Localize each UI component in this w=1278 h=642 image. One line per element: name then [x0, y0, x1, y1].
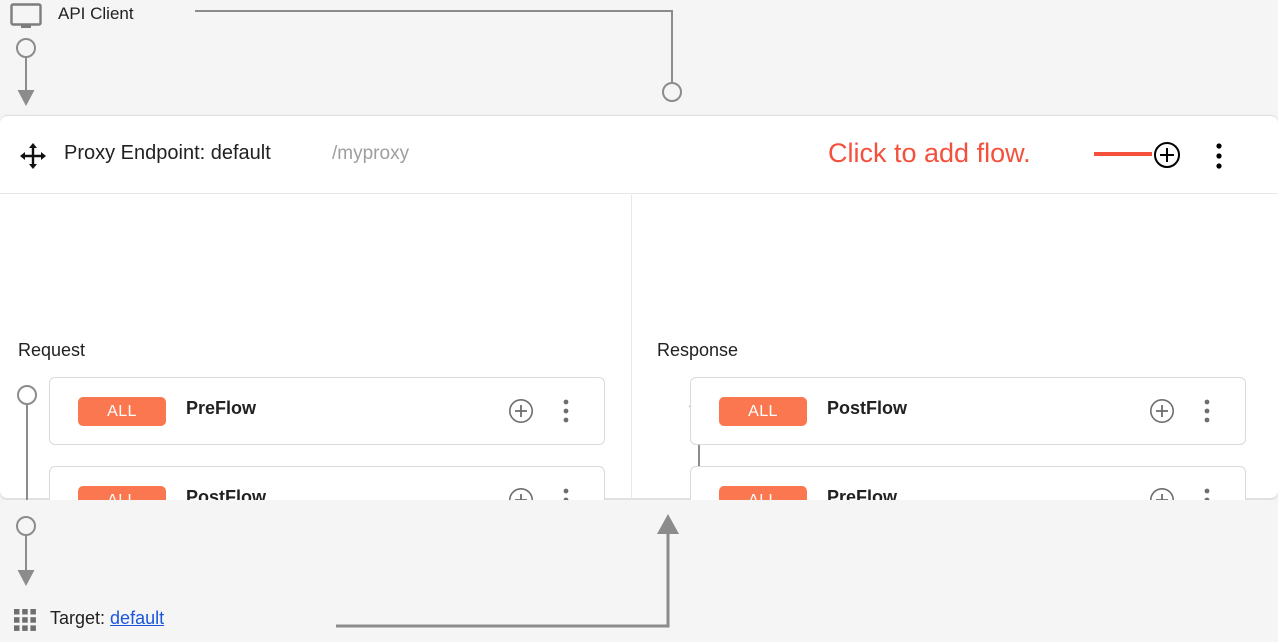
add-flow-annotation-text: Click to add flow. [828, 138, 1031, 168]
request-flow-column: Request ALL PreFlow [0, 195, 631, 575]
flow-card-response-postflow[interactable]: ALL PostFlow [690, 377, 1246, 445]
add-policy-button[interactable] [508, 398, 534, 424]
flow-badge: ALL [719, 397, 807, 426]
request-column-title: Request [18, 340, 86, 360]
proxy-to-target-connector-down [10, 510, 44, 590]
api-client-label: API Client [58, 4, 134, 23]
response-column-title: Response [657, 340, 739, 360]
target-label: Target: default [50, 608, 164, 629]
flow-name: PreFlow [186, 398, 257, 418]
target-band: Target: default [0, 500, 1278, 642]
target-endpoint-link[interactable]: default [110, 608, 165, 628]
proxy-basepath: /myproxy [332, 143, 410, 164]
grid-apps-icon [13, 608, 37, 632]
proxy-endpoint-title: Proxy Endpoint: default [64, 142, 271, 164]
proxy-endpoint-header: Proxy Endpoint: default /myproxy Click t… [0, 116, 1278, 194]
proxy-endpoint-menu-button[interactable] [1208, 142, 1230, 170]
response-flow-column: Response ALL PostFlow [631, 195, 1278, 581]
add-flow-button[interactable] [1153, 141, 1181, 169]
proxy-endpoint-panel: Proxy Endpoint: default /myproxy Click t… [0, 115, 1278, 581]
drag-move-icon[interactable] [19, 142, 47, 170]
flow-menu-button[interactable] [556, 397, 576, 425]
api-client-band: API Client [0, 0, 1278, 115]
target-to-proxy-connector-up [330, 508, 680, 628]
add-policy-button[interactable] [1149, 398, 1175, 424]
client-to-proxy-connector [195, 0, 695, 112]
client-flow-connector-down [10, 32, 44, 110]
flow-menu-button[interactable] [1197, 397, 1217, 425]
flow-name: PostFlow [827, 398, 907, 418]
flow-card-request-preflow[interactable]: ALL PreFlow [49, 377, 605, 445]
monitor-icon [10, 3, 42, 29]
target-label-prefix: Target: [50, 608, 106, 628]
flow-badge: ALL [78, 397, 166, 426]
annotation-pointer-line [1094, 152, 1152, 156]
